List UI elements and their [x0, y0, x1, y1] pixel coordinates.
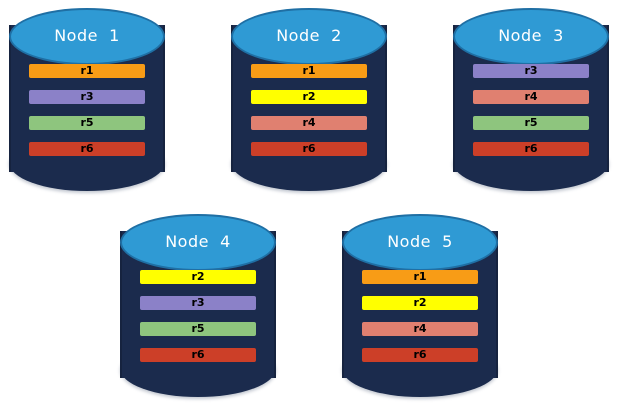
replica-bar[interactable]: r5: [29, 116, 145, 130]
replica-bar-list: r3 r4 r5 r6: [473, 64, 589, 156]
node-label: Node 1: [54, 26, 120, 45]
database-node-cylinder[interactable]: Node 2 r1 r2 r4 r6: [231, 6, 387, 191]
replica-bar[interactable]: r2: [362, 296, 478, 310]
replica-bar[interactable]: r6: [473, 142, 589, 156]
replica-bar[interactable]: r3: [29, 90, 145, 104]
replica-bar[interactable]: r4: [473, 90, 589, 104]
replica-bar[interactable]: r3: [140, 296, 256, 310]
database-node-cylinder[interactable]: Node 4 r2 r3 r5 r6: [120, 212, 276, 397]
replica-bar[interactable]: r5: [473, 116, 589, 130]
node-label: Node 2: [276, 26, 342, 45]
cylinder-top-ellipse: [9, 8, 165, 65]
replica-bar[interactable]: r5: [140, 322, 256, 336]
database-node-cylinder[interactable]: Node 3 r3 r4 r5 r6: [453, 6, 609, 191]
node-label: Node 5: [387, 232, 453, 251]
replica-bar[interactable]: r1: [251, 64, 367, 78]
replica-bar-list: r1 r2 r4 r6: [251, 64, 367, 156]
database-node-cylinder[interactable]: Node 5 r1 r2 r4 r6: [342, 212, 498, 397]
replica-bar[interactable]: r2: [251, 90, 367, 104]
replica-bar[interactable]: r1: [29, 64, 145, 78]
replica-bar-list: r1 r3 r5 r6: [29, 64, 145, 156]
replica-bar-list: r2 r3 r5 r6: [140, 270, 256, 362]
replica-bar[interactable]: r6: [29, 142, 145, 156]
replica-bar[interactable]: r3: [473, 64, 589, 78]
replica-bar[interactable]: r6: [251, 142, 367, 156]
node-label: Node 4: [165, 232, 231, 251]
replica-bar[interactable]: r6: [140, 348, 256, 362]
replica-bar[interactable]: r4: [362, 322, 478, 336]
node-label: Node 3: [498, 26, 564, 45]
replica-bar-list: r1 r2 r4 r6: [362, 270, 478, 362]
replica-bar[interactable]: r4: [251, 116, 367, 130]
cylinder-top-ellipse: [342, 214, 498, 271]
database-node-cylinder[interactable]: Node 1 r1 r3 r5 r6: [9, 6, 165, 191]
replica-bar[interactable]: r1: [362, 270, 478, 284]
replica-bar[interactable]: r2: [140, 270, 256, 284]
replica-bar[interactable]: r6: [362, 348, 478, 362]
